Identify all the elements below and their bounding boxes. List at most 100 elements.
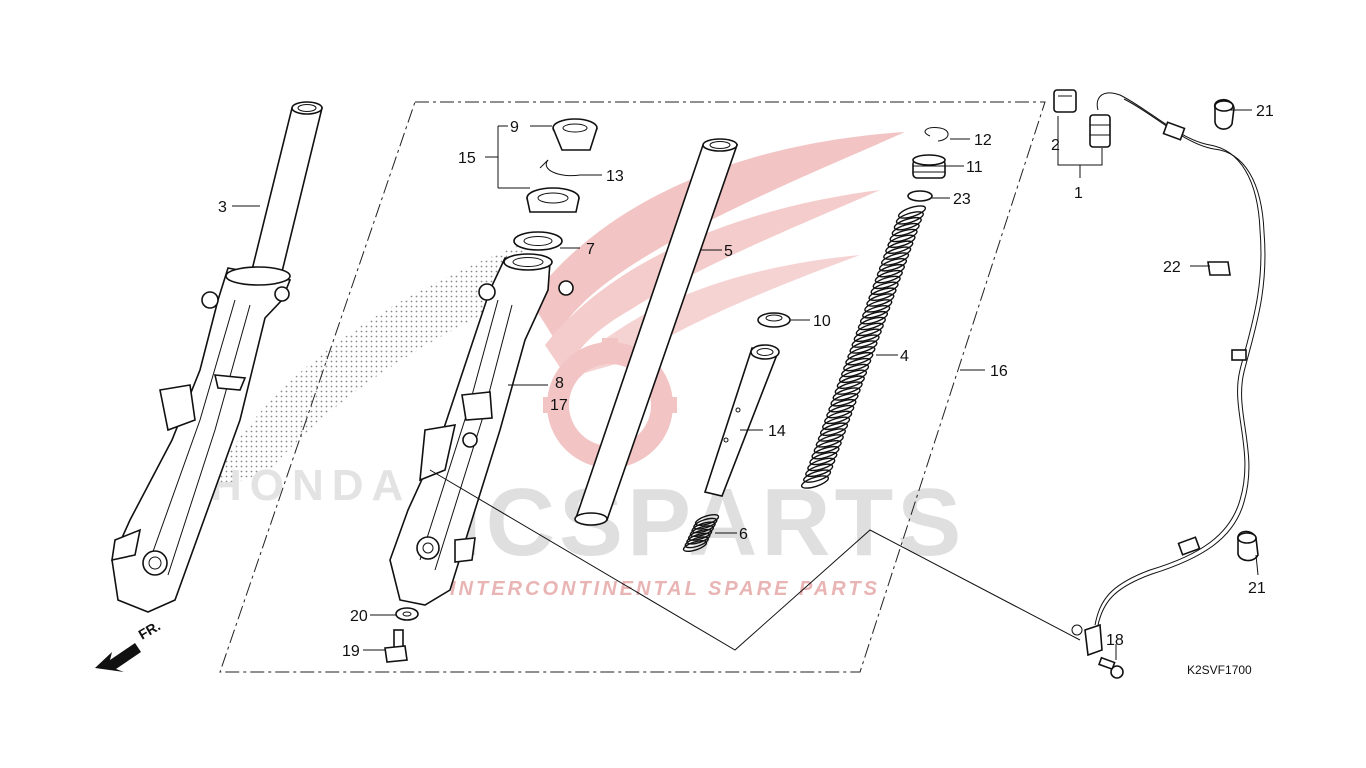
callout-11: 11 (966, 159, 983, 176)
part-harness-clip[interactable] (1207, 261, 1231, 276)
drawing-code: K2SVF1700 (1187, 663, 1252, 677)
callout-14: 14 (768, 423, 786, 440)
part-dust-seal[interactable] (552, 118, 598, 151)
part-back-up-ring[interactable] (513, 231, 563, 251)
callout-5: 5 (724, 243, 733, 260)
spring-coil (893, 216, 922, 231)
spring-coil (811, 445, 840, 460)
spring-coil (878, 258, 908, 272)
spring-coil (845, 351, 874, 366)
spring-coil (817, 428, 846, 442)
spring-coil (832, 387, 861, 401)
spring-coil (838, 369, 868, 384)
spring-coil (889, 228, 918, 243)
spring-coil (859, 310, 889, 325)
callout-15: 15 (458, 150, 476, 167)
callout-labels: 1 2 3 4 5 6 7 8 9 10 11 12 13 14 15 16 1… (218, 103, 1274, 660)
spring-coil (819, 422, 849, 436)
front-direction-arrow: FR. (95, 617, 163, 672)
callout-3: 3 (218, 199, 227, 216)
spring-coil (857, 316, 886, 331)
spring-coil (876, 263, 905, 278)
spring-coil (887, 234, 916, 249)
spring-coil (824, 410, 853, 425)
part-bottom-case[interactable] (389, 253, 574, 606)
spring-coil (851, 334, 880, 348)
part-o-ring[interactable] (907, 190, 933, 202)
callout-21-bottom: 21 (1248, 580, 1266, 597)
watermark-tagline: INTERCONTINENTAL SPARE PARTS (450, 578, 880, 600)
callout-18: 18 (1106, 632, 1124, 649)
spring-coil (830, 393, 859, 407)
part-speed-sensor-harness[interactable] (1053, 89, 1266, 657)
spring-coil (872, 275, 901, 290)
spring-coil (855, 322, 884, 337)
spring-coil (883, 246, 912, 260)
part-harness-clamp-bottom[interactable] (1237, 530, 1259, 562)
callout-22: 22 (1163, 259, 1181, 276)
spring-coil (891, 222, 920, 237)
spring-coil (809, 451, 838, 466)
spring-coil (843, 357, 872, 372)
watermark-dotted-wing (205, 245, 540, 495)
spring-coil (682, 539, 708, 553)
spring-coil (870, 281, 899, 296)
spring-coil (841, 363, 870, 378)
part-circlip[interactable] (924, 127, 949, 142)
part-stopper-ring[interactable] (539, 159, 581, 177)
callout-17: 17 (550, 397, 568, 414)
callout-10: 10 (813, 313, 831, 330)
callout-9: 9 (510, 119, 519, 136)
spring-coil (847, 346, 876, 360)
part-fork-spring[interactable] (800, 203, 927, 490)
part-sealing-washer[interactable] (395, 607, 419, 621)
part-fork-piston[interactable] (703, 344, 780, 497)
callout-7: 7 (586, 241, 595, 258)
spring-coil (897, 205, 927, 219)
front-direction-label: FR. (136, 617, 164, 642)
callout-2: 2 (1051, 137, 1060, 154)
spring-coil (849, 340, 878, 354)
spring-coil (822, 416, 851, 431)
part-oil-seal[interactable] (526, 187, 580, 213)
callout-4: 4 (900, 348, 909, 365)
part-socket-bolt[interactable] (384, 629, 408, 663)
part-oil-lock-piece[interactable] (757, 312, 791, 328)
spring-coil (815, 434, 844, 448)
part-flange-bolt[interactable] (1098, 656, 1124, 679)
part-fork-pipe[interactable] (574, 138, 739, 526)
spring-coil (807, 457, 836, 472)
spring-coil (834, 381, 863, 395)
part-fork-assembly[interactable] (111, 101, 324, 613)
spring-coil (826, 404, 855, 419)
callout-6: 6 (739, 526, 748, 543)
spring-coil (885, 240, 914, 254)
callout-16: 16 (990, 363, 1008, 380)
spring-coil (813, 440, 842, 454)
callout-21-top: 21 (1256, 103, 1274, 120)
spring-coil (800, 475, 830, 489)
spring-coil (895, 211, 924, 225)
callout-13: 13 (606, 168, 624, 185)
callout-19: 19 (342, 643, 360, 660)
callout-12: 12 (974, 132, 992, 149)
spring-coil (874, 269, 903, 284)
part-rebound-spring[interactable] (682, 512, 720, 553)
spring-coil (803, 469, 832, 483)
spring-coil (881, 252, 910, 266)
part-fork-bolt[interactable] (912, 154, 946, 179)
callout-23: 23 (953, 191, 971, 208)
spring-coil (864, 299, 893, 313)
watermark-logo-text: HONDA (210, 461, 411, 510)
spring-coil (862, 305, 891, 319)
callout-1: 1 (1074, 185, 1083, 202)
spring-coil (828, 398, 857, 413)
spring-coil (866, 293, 895, 307)
spring-coil (853, 328, 882, 343)
assembly-frame (219, 101, 1046, 673)
callout-8: 8 (555, 375, 564, 392)
callout-20: 20 (350, 608, 368, 625)
part-harness-clamp-top[interactable] (1214, 98, 1235, 130)
spring-coil (805, 463, 834, 478)
